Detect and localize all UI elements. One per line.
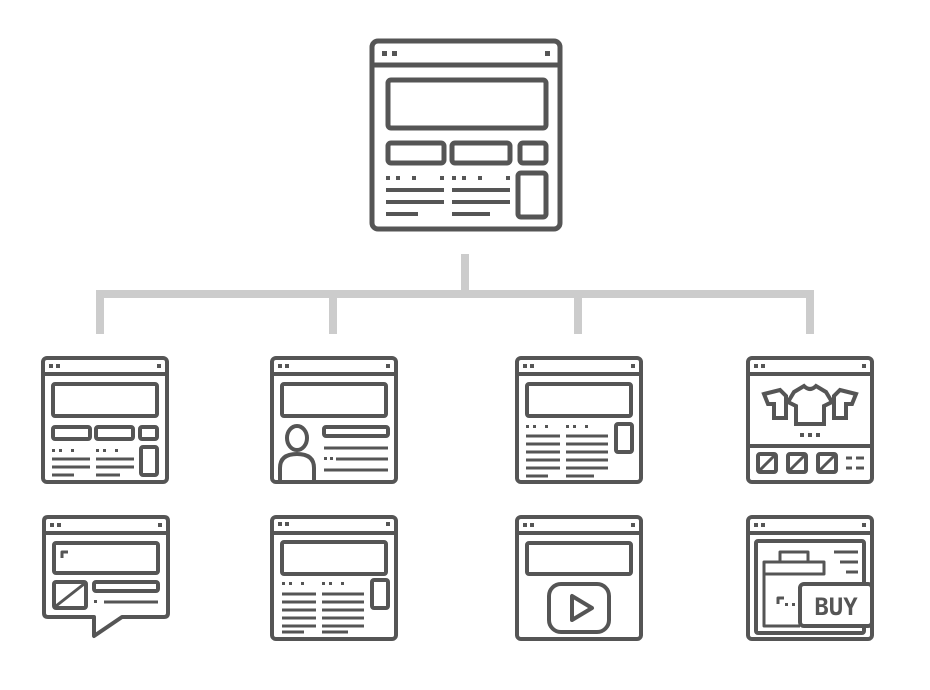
chat-comment-page-icon: [42, 515, 170, 638]
shop-buy-page-icon: [746, 515, 874, 641]
video-dots: [523, 523, 635, 527]
profile-dots: [278, 364, 390, 460]
catalog-dots: [754, 364, 866, 437]
article-dots: [523, 364, 635, 428]
homepage-dots: [382, 51, 550, 180]
homepage-wireframe-icon: [369, 38, 563, 232]
buy-button-shape: [798, 582, 874, 628]
connector-tree: [96, 254, 814, 334]
three-column-layout-page-icon: [41, 356, 169, 484]
video-page-icon: [515, 515, 643, 641]
three-column-dots: [49, 364, 161, 452]
play-icon: [570, 594, 594, 622]
tshirt-icon: [761, 383, 859, 426]
profile-page-icon: [270, 356, 398, 484]
blog-dots: [278, 522, 390, 585]
product-catalog-page-icon: [746, 356, 874, 484]
shopping-bag-icon: [762, 550, 826, 628]
user-icon: [278, 424, 316, 480]
buy-label: BUY: [814, 593, 858, 621]
chat-dots: [50, 523, 162, 603]
shop-dots: [754, 523, 866, 606]
blog-page-icon: [270, 515, 398, 641]
article-page-icon: [515, 356, 643, 484]
